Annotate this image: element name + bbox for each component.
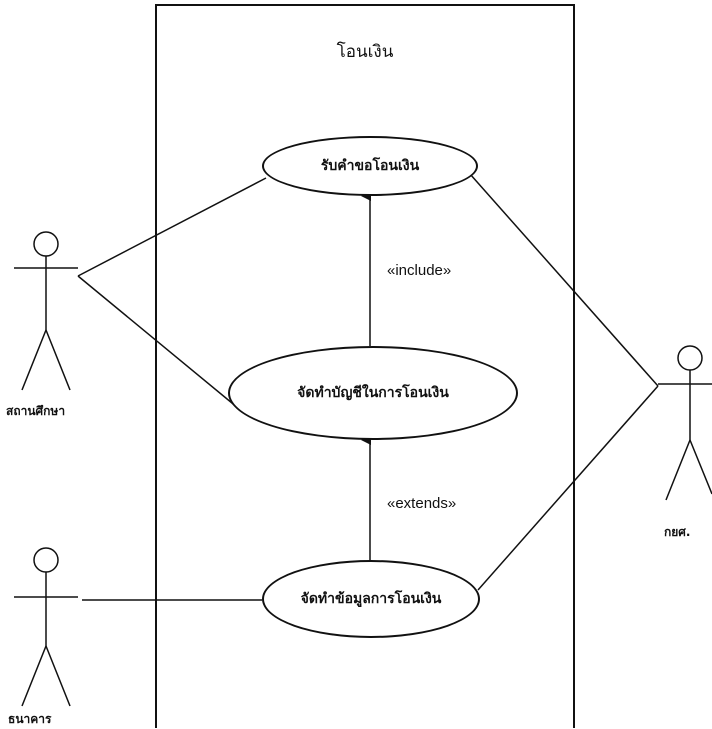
usecase-receive-request-label: รับคำขอโอนเงิน (320, 158, 420, 174)
system-boundary (155, 4, 575, 728)
actor-fund-figure (658, 345, 712, 501)
actor-school-label: สถานศึกษา (6, 404, 66, 418)
usecase-prepare-account: จัดทำบัญชีในการโอนเงิน (228, 346, 518, 440)
system-title: โอนเงิน (336, 42, 394, 62)
include-label: «include» (387, 262, 452, 279)
assoc-school-prepare-account (77, 275, 239, 409)
assoc-fund-prepare-data (477, 385, 659, 591)
usecase-prepare-data: จัดทำข้อมูลการโอนเงิน (262, 560, 480, 638)
assoc-fund-receive (469, 173, 659, 387)
actor-fund-label: กยศ. (664, 525, 691, 539)
extends-label: «extends» (387, 495, 457, 512)
assoc-school-receive (77, 177, 267, 277)
actor-school-figure (14, 231, 78, 391)
actor-bank-label: ธนาคาร (8, 712, 52, 726)
actor-bank-figure (14, 547, 78, 707)
usecase-prepare-data-label: จัดทำข้อมูลการโอนเงิน (300, 591, 442, 607)
usecase-receive-request: รับคำขอโอนเงิน (262, 136, 478, 196)
usecase-prepare-account-label: จัดทำบัญชีในการโอนเงิน (297, 385, 449, 401)
